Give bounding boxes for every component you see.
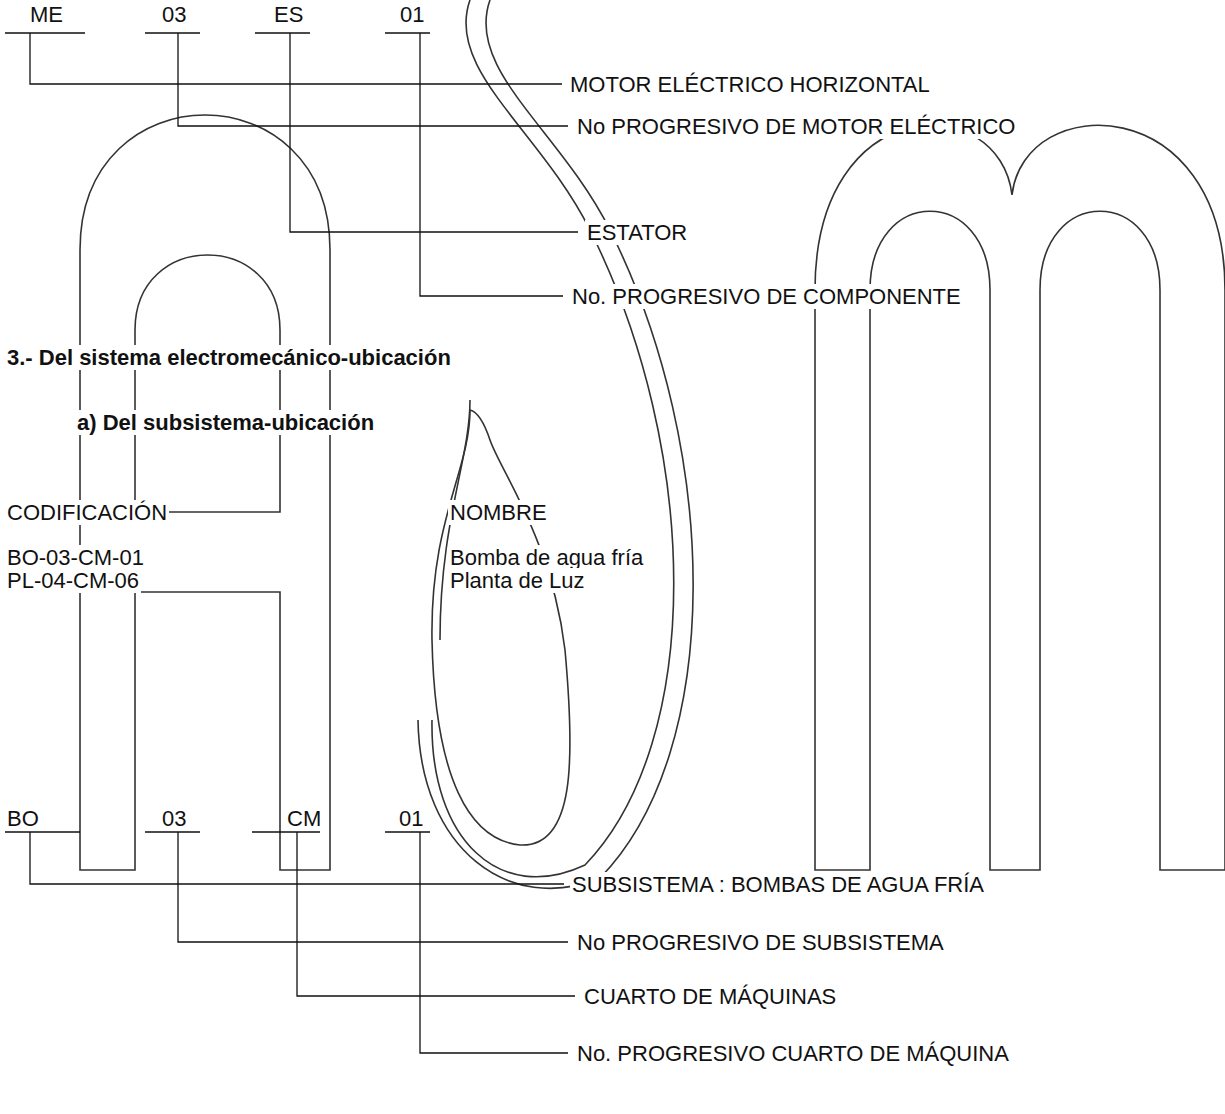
code-label: CUARTO DE MÁQUINAS bbox=[582, 984, 838, 1009]
code-label: 01 bbox=[398, 2, 426, 27]
code-label: No PROGRESIVO DE MOTOR ELÉCTRICO bbox=[575, 114, 1017, 139]
code-label: ES bbox=[272, 2, 305, 27]
code-label: BO-03-CM-01 bbox=[5, 545, 146, 570]
code-label: SUBSISTEMA : BOMBAS DE AGUA FRÍA bbox=[570, 872, 986, 897]
code-label: Bomba de agua fría bbox=[448, 545, 645, 570]
code-label: CODIFICACIÓN bbox=[5, 500, 169, 525]
code-label: MOTOR ELÉCTRICO HORIZONTAL bbox=[568, 72, 932, 97]
code-label: CM bbox=[285, 806, 323, 831]
code-label: 03 bbox=[160, 806, 188, 831]
code-label: ME bbox=[28, 2, 65, 27]
code-label: NOMBRE bbox=[448, 500, 549, 525]
code-label: ESTATOR bbox=[585, 220, 689, 245]
code-label: BO bbox=[5, 806, 41, 831]
section-heading: 3.- Del sistema electromecánico-ubicació… bbox=[5, 345, 453, 370]
code-label: No PROGRESIVO DE SUBSISTEMA bbox=[575, 930, 946, 955]
section-heading: a) Del subsistema-ubicación bbox=[75, 410, 376, 435]
code-label: 03 bbox=[160, 2, 188, 27]
code-label: Planta de Luz bbox=[448, 568, 587, 593]
code-label: 01 bbox=[397, 806, 425, 831]
code-label: No. PROGRESIVO CUARTO DE MÁQUINA bbox=[575, 1041, 1011, 1066]
code-label: PL-04-CM-06 bbox=[5, 568, 141, 593]
code-label: No. PROGRESIVO DE COMPONENTE bbox=[570, 284, 963, 309]
leader-lines bbox=[5, 33, 578, 1053]
watermark bbox=[80, 0, 1225, 888]
